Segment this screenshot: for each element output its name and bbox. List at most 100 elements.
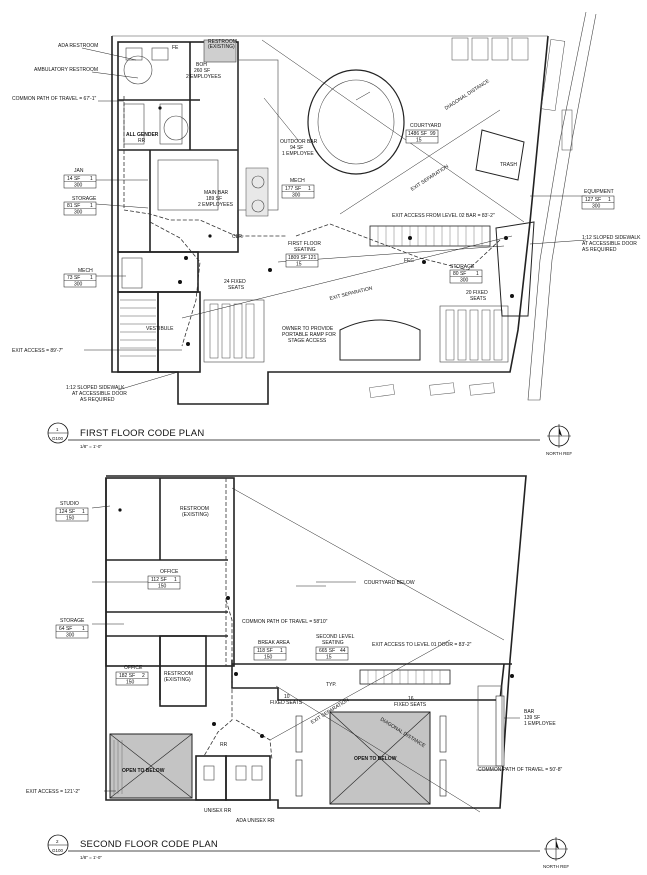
second-seating-sub: SEATING — [322, 640, 344, 646]
fixed-seats-24-label: 24 FIXED — [224, 279, 246, 285]
sloped-sidewalk-left-3: AS REQUIRED — [80, 397, 115, 403]
outdoor-bar-employees: 1 EMPLOYEE — [282, 151, 314, 157]
typ-label: TYP. — [326, 682, 336, 688]
sloped-sidewalk-left-1: 1:12 SLOPED SIDEWALK — [66, 385, 125, 391]
north-ref-1: NORTH REF — [546, 451, 572, 456]
rr-label-2: RR — [220, 742, 228, 748]
svg-text:14 SF: 14 SF — [67, 176, 80, 182]
svg-text:300: 300 — [66, 633, 75, 639]
boh-area: 260 SF — [194, 68, 210, 74]
fixed-seats-24-sub: SEATS — [228, 285, 245, 291]
ada-unisex-rr-label: ADA UNISEX RR — [236, 818, 275, 824]
fixed-16-count: 16 — [408, 696, 414, 702]
sloped-sidewalk-right-1: 1:12 SLOPED SIDEWALK — [582, 235, 641, 241]
sloped-sidewalk-right-3: AS REQUIRED — [582, 247, 617, 253]
bar-2-label: BAR — [524, 709, 535, 715]
second-floor-scale: 1/8" = 1'-0" — [80, 855, 102, 860]
exit-access-level02-label: EXIT ACCESS FROM LEVEL 02 BAR = 83'-2" — [392, 213, 495, 219]
ada-restroom-label: ADA RESTROOM — [58, 43, 98, 49]
outdoor-bar-label: OUTDOOR BAR — [280, 139, 318, 145]
tag-storage-right: 80 SF 1 300 — [449, 269, 483, 284]
first-floor-seating-label: FIRST FLOOR — [288, 241, 321, 247]
fixed-16-label: FIXED SEATS — [394, 702, 427, 708]
restroom-existing-label: RESTROOM — [208, 39, 237, 45]
svg-text:1: 1 — [82, 626, 85, 632]
owner-ramp-label-2: PORTABLE RAMP FOR — [282, 332, 336, 338]
first-floor-seating-sub: SEATING — [294, 247, 316, 253]
svg-text:124 SF: 124 SF — [59, 509, 75, 515]
svg-text:300: 300 — [74, 183, 83, 189]
first-floor-sheet: G100 — [52, 436, 64, 441]
first-floor-plan — [81, 11, 597, 405]
tag-equipment: 127 SF 1 300 — [581, 195, 615, 210]
exit-separation-1: EXIT SEPARATION — [410, 164, 450, 193]
tag-jan: 14 SF 1 300 — [63, 174, 97, 189]
open-below-center-label: OPEN TO BELOW — [354, 756, 397, 762]
office-1-label: OFFICE — [160, 569, 179, 575]
exit-separation-2: EXIT SEPARATION — [329, 285, 373, 302]
main-bar-label: MAIN BAR — [204, 190, 229, 196]
restroom-top-label: RESTROOM — [180, 506, 209, 512]
svg-text:150: 150 — [264, 655, 273, 661]
all-gender-label: ALL GENDER — [126, 132, 159, 138]
main-bar-area: 189 SF — [206, 196, 222, 202]
mech-left-label: MECH — [78, 268, 93, 274]
sloped-sidewalk-right-2: AT ACCESSIBLE DOOR — [582, 241, 637, 247]
second-floor-plan — [91, 475, 527, 813]
restroom-bottom-sub: (EXISTING) — [164, 677, 191, 683]
second-floor-title-block: 2 G100 SECOND FLOOR CODE PLAN 1/8" = 1'-… — [47, 834, 540, 860]
svg-text:150: 150 — [66, 516, 75, 522]
tag-mech-center: 177 SF 1 300 — [281, 184, 315, 199]
storage-2-label: STORAGE — [60, 618, 85, 624]
svg-text:300: 300 — [74, 210, 83, 216]
svg-text:150: 150 — [158, 584, 167, 590]
common-path-2-label: COMMON PATH OF TRAVEL = 58'10" — [242, 619, 328, 625]
clr-label: CLR. — [232, 234, 243, 240]
svg-text:1486 SF: 1486 SF — [408, 131, 427, 137]
svg-text:1: 1 — [608, 197, 611, 203]
bar-2-area: 139 SF — [524, 715, 540, 721]
svg-text:1: 1 — [90, 176, 93, 182]
first-floor-title: FIRST FLOOR CODE PLAN — [80, 428, 204, 439]
svg-text:73 SF: 73 SF — [67, 275, 80, 281]
svg-text:15: 15 — [296, 262, 302, 268]
svg-text:182 SF: 182 SF — [119, 673, 135, 679]
svg-text:300: 300 — [74, 282, 83, 288]
ambulatory-restroom-label: AMBULATORY RESTROOM — [34, 67, 98, 73]
second-seating-label: SECOND LEVEL — [316, 634, 355, 640]
owner-ramp-label-3: STAGE ACCESS — [288, 338, 327, 344]
studio-label: STUDIO — [60, 501, 79, 507]
mech-center-label: MECH — [290, 178, 305, 184]
boh-employees: 2 EMPLOYEES — [186, 74, 222, 80]
tag-studio: 124 SF 1 150 — [55, 507, 89, 522]
break-area-label: BREAK AREA — [258, 640, 290, 646]
tag-break-area: 118 SF 1 150 — [253, 646, 287, 661]
common-path-3-label: COMMON PATH OF TRAVEL = 50'-8" — [478, 767, 562, 773]
fe-label-1: FE — [172, 45, 179, 51]
equipment-label: EQUIPMENT — [584, 189, 614, 195]
svg-text:177 SF: 177 SF — [285, 186, 301, 192]
north-arrow-2: NORTH REF — [543, 837, 569, 869]
tag-first-seating: 1809 SF 121 15 — [285, 253, 319, 268]
first-floor-number: 1 — [56, 427, 59, 432]
second-floor-title: SECOND FLOOR CODE PLAN — [80, 839, 218, 850]
diagonal-distance-1: DIAGONAL DISTANCE — [444, 78, 491, 112]
storage-left-label: STORAGE — [72, 196, 97, 202]
courtyard-label: COURTYARD — [410, 123, 442, 129]
svg-text:64 SF: 64 SF — [59, 626, 72, 632]
tag-office-2: 182 SF 2 150 — [115, 671, 149, 686]
exit-access-l01-label: EXIT ACCESS TO LEVEL 01 DOOR = 83'-2" — [372, 642, 472, 648]
all-gender-rr-label: RR — [138, 138, 146, 144]
svg-text:300: 300 — [592, 204, 601, 210]
svg-text:15: 15 — [416, 138, 422, 144]
svg-text:1809 SF: 1809 SF — [288, 255, 307, 261]
north-ref-2: NORTH REF — [543, 864, 569, 869]
svg-text:1: 1 — [308, 186, 311, 192]
first-floor-scale: 1/8" = 1'-0" — [80, 444, 102, 449]
sloped-sidewalk-left-2: AT ACCESSIBLE DOOR — [72, 391, 127, 397]
svg-text:1: 1 — [280, 648, 283, 654]
north-arrow-1: NORTH REF — [546, 424, 572, 456]
main-bar-employees: 2 EMPLOYEES — [198, 202, 234, 208]
restroom-top-sub: (EXISTING) — [182, 512, 209, 518]
svg-text:81 SF: 81 SF — [67, 203, 80, 209]
